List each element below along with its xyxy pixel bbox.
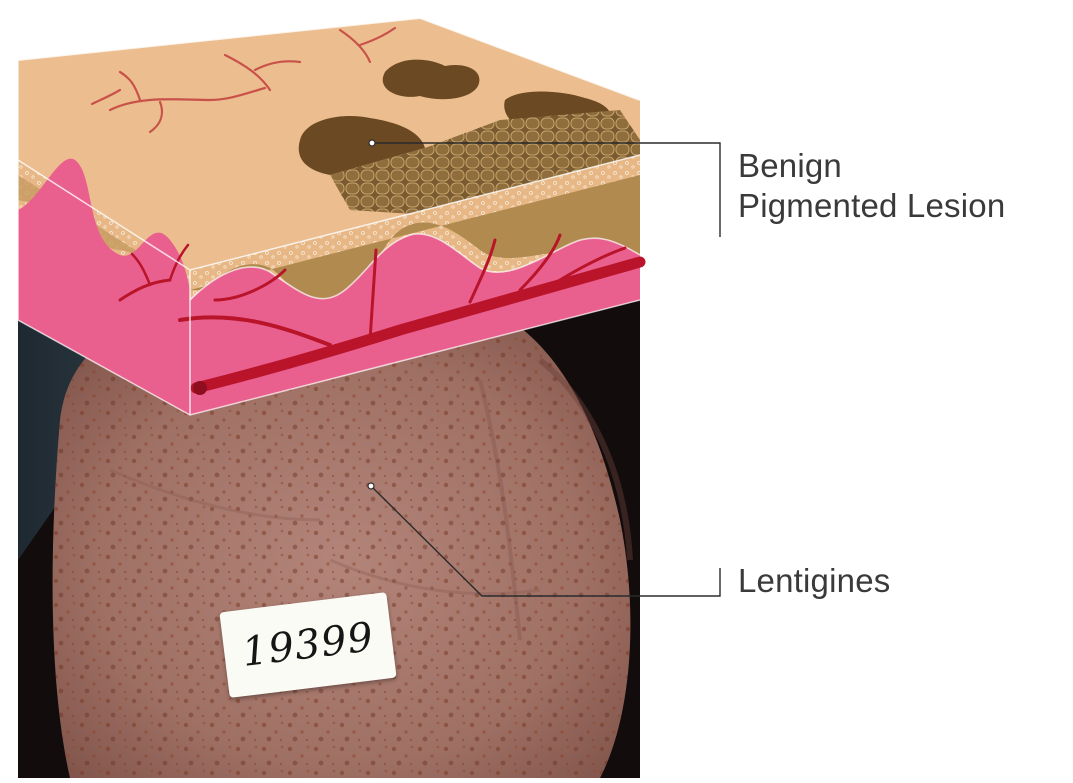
benign-label-line1: Benign: [738, 146, 1005, 186]
vessel-cross-section: [193, 381, 207, 395]
lentigines-label: Lentigines: [738, 561, 890, 601]
leader-dot-benign: [369, 140, 375, 146]
benign-label-line2: Pigmented Lesion: [738, 186, 1005, 226]
benign-pigmented-lesion-label: Benign Pigmented Lesion: [738, 146, 1005, 226]
leader-dot-lentigines: [368, 483, 374, 489]
